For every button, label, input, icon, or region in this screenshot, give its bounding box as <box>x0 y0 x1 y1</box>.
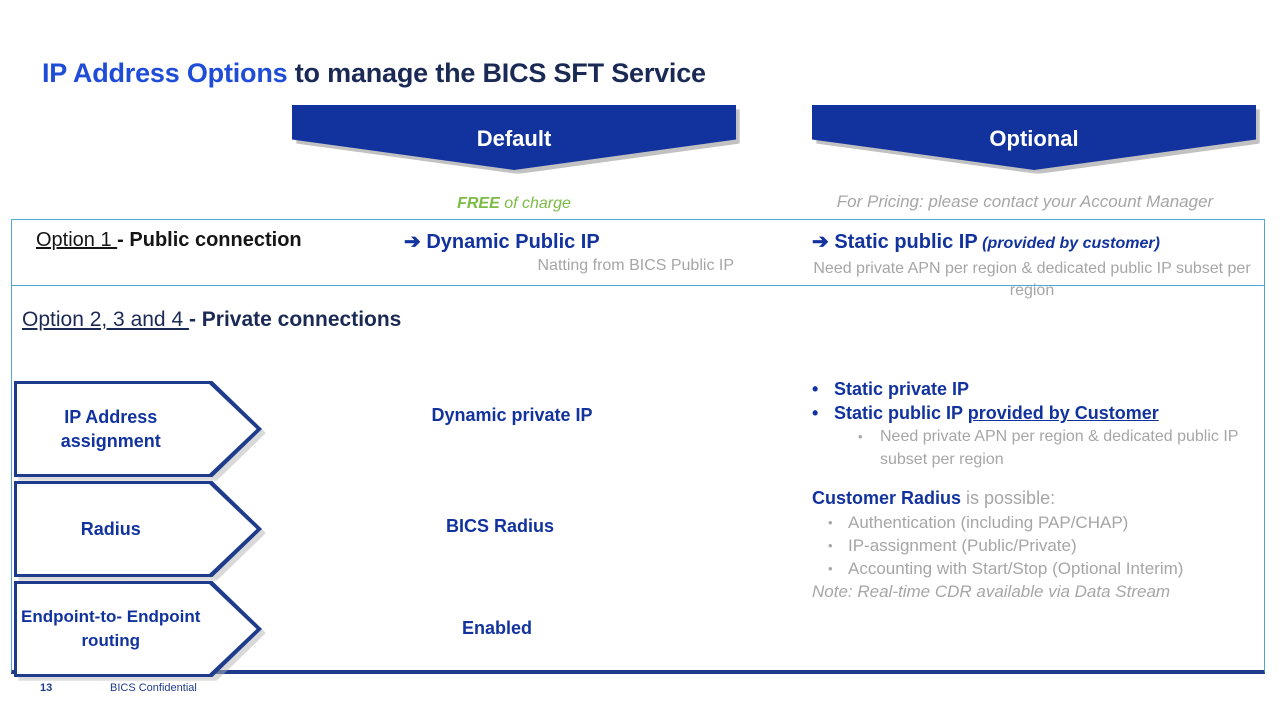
bullet-icon: • <box>812 379 819 399</box>
option1-optional-subnote: Need private APN per region & dedicated … <box>813 260 1251 299</box>
list-item: • Authentication (including PAP/CHAP) <box>828 511 1252 534</box>
default-value-radius: BICS Radius <box>445 516 555 536</box>
default-value-endpoint-routing: Enabled <box>461 618 532 638</box>
arrow-box-label: Radius <box>80 519 141 539</box>
list-item: • IP-assignment (Public/Private) <box>828 534 1252 557</box>
page-title-highlight: IP Address Options <box>42 58 288 88</box>
free-note-rest: of charge <box>499 195 571 212</box>
page-title-rest: to manage the BICS SFT Service <box>287 58 706 88</box>
option1-optional-value: ➔ Static public IP (provided by customer… <box>812 229 1160 254</box>
bullet-icon: • <box>812 403 819 423</box>
optional-radius-bullet-3: Accounting with Start/Stop (Optional Int… <box>848 559 1184 578</box>
optional-radius-note: Note: Real-time CDR available via Data S… <box>812 582 1171 601</box>
list-item: • Static public IP provided by Customer <box>812 401 1252 425</box>
bullet-icon: • <box>828 561 833 576</box>
option1-label-bold: - Public connection <box>117 229 302 251</box>
arrow-box-endpoint-to-endpoint-routing: Endpoint-to- Endpoint routing <box>14 581 266 681</box>
option1-default-subnote: Natting from BICS Public IP <box>537 257 734 274</box>
optional-radius-heading-rest: is possible: <box>961 488 1056 508</box>
list-item: • Accounting with Start/Stop (Optional I… <box>828 557 1252 580</box>
option1-optional-main: ➔ Static public IP <box>812 231 978 253</box>
optional-ip-bullet-1-text: Static private IP <box>834 379 970 399</box>
optional-ip-bullet-1: Static private IP <box>834 377 969 401</box>
option1-label-underlined: Option 1 <box>36 229 118 251</box>
option234-label-bold: - Private connections <box>188 308 402 331</box>
default-banner-label: Default <box>476 126 552 151</box>
option1-optional-paren: (provided by customer) <box>977 235 1160 252</box>
optional-ip-assignment-block: • Static private IP • Static public IP p… <box>812 377 1252 471</box>
sub-bullet-icon: • <box>858 429 863 444</box>
arrow-box-inner <box>17 384 257 474</box>
list-item: • Static private IP <box>812 377 1252 401</box>
footer-confidential-label: BICS Confidential <box>110 682 197 694</box>
optional-radius-bullet-1: Authentication (including PAP/CHAP) <box>848 513 1129 532</box>
option1-label: Option 1 - Public connection <box>36 229 302 252</box>
free-note-bold: FREE <box>457 195 500 212</box>
option1-row-divider <box>11 285 1265 286</box>
arrow-box-ip-address-assignment: IP Address assignment <box>14 381 266 481</box>
pricing-note: For Pricing: please contact your Account… <box>836 192 1214 211</box>
optional-radius-heading-bold: Customer Radius <box>812 488 962 508</box>
arrow-box-inner <box>17 584 257 674</box>
option234-label: Option 2, 3 and 4 - Private connections <box>22 308 401 332</box>
options-table-frame <box>11 219 1265 674</box>
page-title: IP Address Options to manage the BICS SF… <box>42 58 706 89</box>
optional-radius-block: Customer Radius is possible: • Authentic… <box>812 486 1252 604</box>
arrow-box-radius: Radius <box>14 481 266 581</box>
arrow-box-label: IP Address assignment <box>60 407 161 451</box>
bullet-icon: • <box>828 515 833 530</box>
optional-ip-bullet-2: Static public IP provided by Customer <box>834 401 1159 425</box>
free-of-charge-note: FREE of charge <box>292 195 736 213</box>
option234-label-underlined: Option 2, 3 and 4 <box>22 308 189 331</box>
optional-ip-bullet-2-text: Static public IP <box>834 403 968 423</box>
optional-ip-subnote: Need private APN per region & dedicated … <box>880 428 1239 468</box>
default-banner: Default <box>292 105 736 170</box>
default-value-ip-address: Dynamic private IP <box>431 405 593 425</box>
optional-radius-bullet-2: IP-assignment (Public/Private) <box>848 536 1077 555</box>
optional-ip-bullet-2-underlined: provided by Customer <box>967 403 1159 423</box>
option1-default-value: ➔ Dynamic Public IP <box>404 231 600 253</box>
optional-banner: Optional <box>812 105 1256 170</box>
list-item-sub: • Need private APN per region & dedicate… <box>858 425 1252 471</box>
bullet-icon: • <box>828 538 833 553</box>
arrow-box-inner <box>17 484 257 574</box>
optional-banner-label: Optional <box>989 126 1079 151</box>
optional-radius-heading: Customer Radius is possible: <box>812 486 1252 511</box>
footer-page-number: 13 <box>40 682 53 694</box>
arrow-box-label: Endpoint-to- Endpoint routing <box>21 607 201 650</box>
